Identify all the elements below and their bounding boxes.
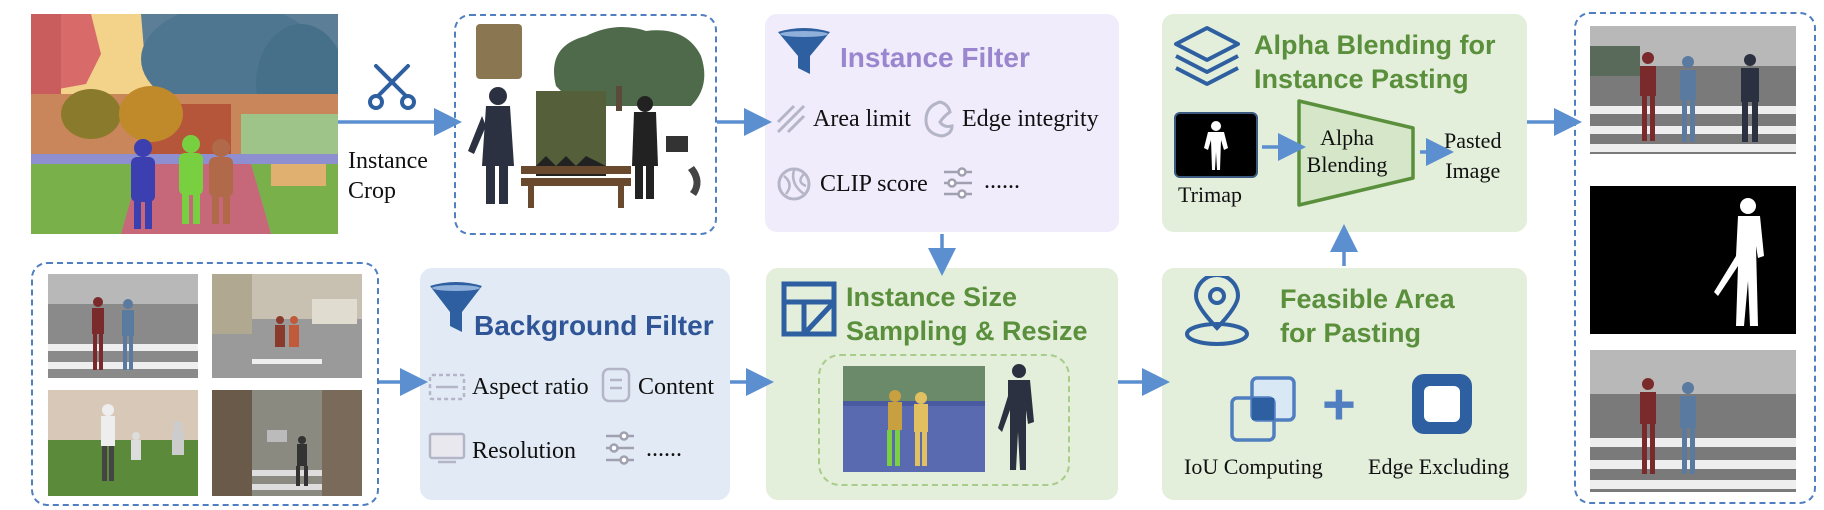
result-mask-image [1590,186,1796,334]
alpha-blending-title: Alpha Blending for Instance Pasting [1254,28,1495,96]
layout-icon [780,280,838,338]
area-icon [776,104,806,134]
edge-icon [922,100,956,138]
result-original-image [1590,350,1796,492]
plus-sign: + [1322,372,1356,437]
segmented-source-image [31,14,338,234]
feasible-title-line1: Feasible Area [1280,284,1455,314]
alpha-block-text: Alpha Blending [1302,124,1392,178]
background-image-1 [48,274,198,378]
background-image-4 [212,390,362,496]
resized-instance-person [994,362,1040,476]
background-filter-title: Background Filter [474,310,714,341]
edge-excluding-label: Edge Excluding [1368,454,1510,479]
size-title-line2: Sampling & Resize [846,316,1088,346]
instance-filter-more: ...... [984,168,1020,194]
resized-segmented-image [843,366,985,472]
trimap-image [1174,112,1258,178]
background-filter-panel [420,268,730,500]
area-limit-label: Area limit [813,106,911,132]
alpha-blending-block [1296,98,1416,208]
edge-excluding-icon [1408,370,1476,438]
scissors-icon [368,62,416,110]
instance-filter-title: Instance Filter [840,42,1030,73]
alpha-block-line2: Blending [1306,152,1388,177]
iou-computing-label: IoU Computing [1184,454,1323,479]
edge-integrity-label: Edge integrity [962,106,1099,132]
alpha-title-line2: Instance Pasting [1254,64,1469,94]
iou-icon [1228,374,1298,444]
resolution-icon [428,432,468,466]
size-sampling-title: Instance Size Sampling & Resize [846,280,1088,348]
alpha-block-line1: Alpha [1320,125,1374,150]
size-title-line1: Instance Size [846,282,1018,312]
resolution-label: Resolution [472,438,577,464]
results-box [1574,12,1816,504]
background-image-2 [212,274,362,378]
sliders-icon [942,166,974,200]
clip-score-label: CLIP score [820,171,928,197]
background-sliders-icon [604,430,636,466]
content-icon [600,366,632,404]
size-sampling-inner-box [818,354,1070,486]
background-funnel-icon [428,282,484,336]
alpha-title-line1: Alpha Blending for [1254,30,1496,60]
background-filter-more: ...... [646,436,682,462]
aspect-icon [428,372,468,402]
cropped-instances-box [454,14,717,235]
result-pasted-image [1590,26,1796,154]
clip-icon [776,166,812,202]
instance-crop-line2: Crop [348,178,396,204]
pasted-line2: Image [1445,158,1501,183]
background-image-3 [48,390,198,496]
funnel-icon [776,28,832,78]
feasible-area-title: Feasible Area for Pasting [1280,282,1455,350]
content-label: Content [638,374,714,400]
background-images-box [31,262,379,506]
instance-crop-label: Instance Crop [348,146,428,206]
aspect-ratio-label: Aspect ratio [472,374,589,400]
trimap-label: Trimap [1178,182,1242,207]
instance-crop-line1: Instance [348,148,428,174]
layers-icon [1172,24,1242,92]
feasible-title-line2: for Pasting [1280,318,1422,348]
